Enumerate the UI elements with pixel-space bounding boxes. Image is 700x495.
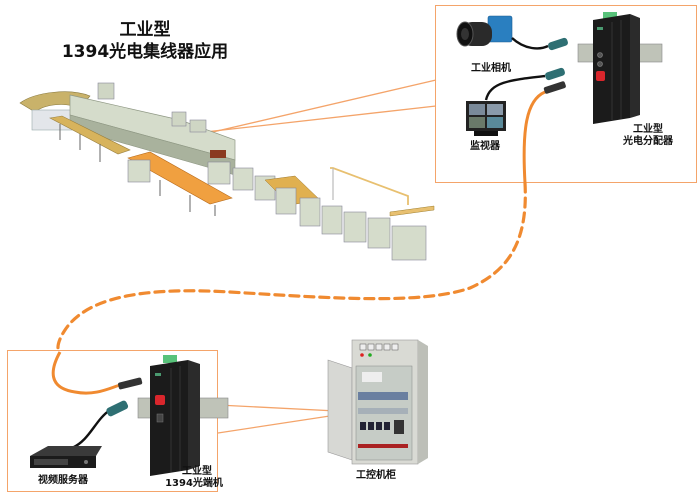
production-line-icon xyxy=(19,82,435,261)
diagram-title-line2: 1394光电集线器应用 xyxy=(61,42,229,62)
callout-production-to-top xyxy=(199,79,437,136)
terminal-label-line1: 工业型 xyxy=(182,466,212,477)
optical-terminal-icon xyxy=(137,355,229,476)
fiber-connector-top-icon xyxy=(543,81,566,94)
video-server-icon xyxy=(30,446,102,468)
distributor-label-line2: 光电分配器 xyxy=(623,136,673,147)
terminal-label-line2: 1394光端机 xyxy=(165,478,223,489)
camera-label: 工业相机 xyxy=(471,63,511,74)
top-panel-frame xyxy=(435,5,697,183)
monitor-label: 监视器 xyxy=(470,141,500,152)
control-cabinet-icon xyxy=(327,339,428,465)
distributor-label-line1: 工业型 xyxy=(633,124,663,135)
monitor-cable-connector-icon xyxy=(545,67,565,81)
camera-cable-connector-icon xyxy=(548,37,568,51)
fiber-connector-bottom-icon xyxy=(118,377,143,390)
server-label: 视频服务器 xyxy=(38,475,88,486)
cabinet-label: 工控机柜 xyxy=(356,470,396,481)
bottom-panel-frame xyxy=(7,350,218,492)
diagram-title-line1: 工业型 xyxy=(119,20,171,40)
industrial-camera-icon xyxy=(456,15,513,47)
optical-distributor-icon xyxy=(577,12,663,124)
monitor-icon xyxy=(466,101,506,136)
fiber-link-dashed xyxy=(56,181,527,354)
server-cable-connector-icon xyxy=(106,400,129,417)
